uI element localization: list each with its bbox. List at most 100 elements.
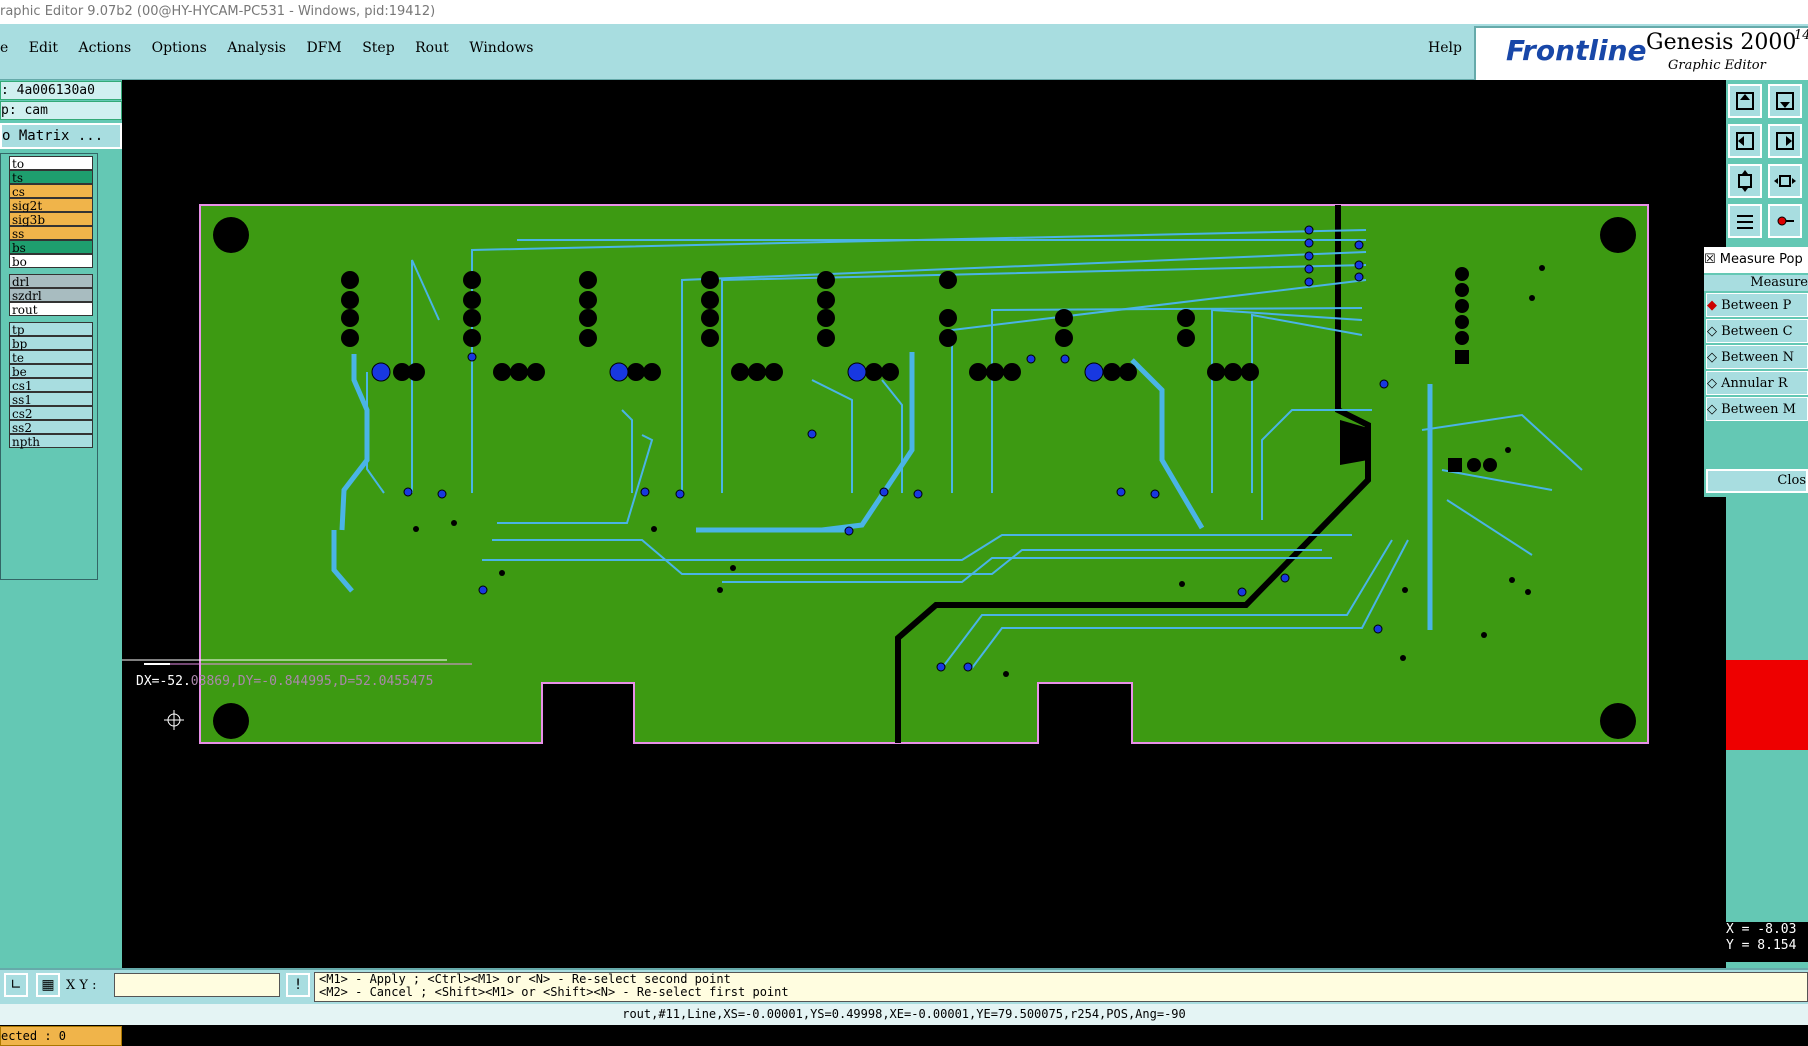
menu-edit[interactable]: Edit [28, 40, 59, 56]
layer-cs[interactable]: cs [9, 184, 93, 199]
layer-to[interactable]: to [9, 156, 93, 171]
snap-tool-icon [1777, 216, 1794, 226]
measure-popup-header: Measure [1704, 275, 1808, 291]
window-titlebar: raphic Editor 9.07b2 (00@HY-HYCAM-PC531 … [0, 0, 1808, 24]
measure-option-between-m[interactable]: ◇ Between M [1706, 397, 1808, 421]
layer-ss[interactable]: ss [9, 226, 93, 241]
ground-trace [895, 205, 1371, 743]
selected-count: ected : 0 [0, 1026, 122, 1046]
grid-button[interactable]: ▦ [36, 973, 60, 997]
board-outline [199, 204, 1649, 744]
pan-left-icon [1736, 132, 1754, 150]
menu-help[interactable]: Help [1428, 40, 1462, 56]
layer-npth[interactable]: npth [9, 434, 93, 449]
pan-up-button[interactable] [1728, 84, 1762, 118]
menu-options[interactable]: Options [151, 40, 207, 56]
measure-tool-button[interactable] [1728, 204, 1762, 238]
mini-map[interactable] [1726, 660, 1808, 750]
mount-hole [1600, 703, 1636, 739]
small-holes [413, 265, 1545, 677]
layer-sig2t[interactable]: sig2t [9, 198, 93, 213]
layer-szdrl[interactable]: szdrl [9, 288, 93, 303]
zoom-toolbar [1726, 80, 1808, 968]
xy-input[interactable] [114, 973, 280, 997]
ground-pad [1340, 420, 1368, 465]
menu-windows[interactable]: Windows [469, 40, 534, 56]
pan-down-button[interactable] [1768, 84, 1802, 118]
blue-pads [371, 362, 1104, 382]
snap-tool-button[interactable] [1768, 204, 1802, 238]
command-bar: ∟ ▦ X Y : ! <M1> - Apply ; <Ctrl><M1> or… [0, 968, 1808, 1004]
mouse-hints: <M1> - Apply ; <Ctrl><M1> or <N> - Re-se… [314, 972, 1808, 1002]
layer-cs2[interactable]: cs2 [9, 406, 93, 421]
job-field: : 4a006130a0 [0, 81, 122, 100]
zoom-home-button[interactable] [1768, 164, 1802, 198]
measure-option-annular-ring[interactable]: ◇ Annular R [1706, 371, 1808, 395]
measure-popup-title: ☒ Measure Pop [1704, 247, 1808, 273]
status-bar: rout,#11,Line,XS=-0.00001,YS=0.49998,XE=… [0, 1004, 1808, 1025]
layer-drl[interactable]: drl [9, 274, 93, 289]
zoom-fit-icon [1738, 170, 1752, 192]
layer-bp[interactable]: bp [9, 336, 93, 351]
layer-ts[interactable]: ts [9, 170, 93, 185]
layer-ss2[interactable]: ss2 [9, 420, 93, 435]
measure-readout: DX=-52.03869,DY=-0.844995,D=52.0455475 [136, 674, 434, 689]
measure-option-between-centers[interactable]: ◇ Between C [1706, 319, 1808, 343]
coord-x: X = -8.03 [1726, 922, 1797, 937]
small-vias [403, 225, 1389, 672]
pan-up-icon [1736, 92, 1754, 110]
measure-close-button[interactable]: Clos [1706, 469, 1808, 493]
menu-step[interactable]: Step [362, 40, 395, 56]
pcb-view[interactable] [119, 80, 1726, 968]
layer-bo[interactable]: bo [9, 254, 93, 269]
layer-bs[interactable]: bs [9, 240, 93, 255]
graphic-canvas[interactable]: DX=-52.03869,DY=-0.844995,D=52.0455475 [119, 80, 1726, 968]
step-field: p: cam [0, 101, 122, 120]
matrix-button[interactable]: o Matrix ... [0, 123, 122, 149]
measure-option-between-nets[interactable]: ◇ Between N [1706, 345, 1808, 369]
product-subtitle: Graphic Editor [1668, 58, 1766, 73]
info-button[interactable]: ! [286, 973, 310, 997]
menu-actions[interactable]: Actions [78, 40, 132, 56]
pan-right-icon [1776, 132, 1794, 150]
product-title: Genesis 2000 [1646, 30, 1797, 55]
hint-line-1: <M1> - Apply ; <Ctrl><M1> or <N> - Re-se… [319, 972, 731, 986]
thick-traces [331, 352, 1433, 630]
measure-option-between-points[interactable]: ◆ Between P [1706, 293, 1808, 317]
coord-readout: X = -8.03 Y = 8.154 [1726, 922, 1808, 962]
xy-label: X Y : [66, 978, 97, 993]
menu-analysis[interactable]: Analysis [227, 40, 286, 56]
zoom-home-icon [1774, 175, 1796, 187]
product-version: 14 [1794, 28, 1808, 43]
layer-sig3b[interactable]: sig3b [9, 212, 93, 227]
layer-be[interactable]: be [9, 364, 93, 379]
layer-cs1[interactable]: cs1 [9, 378, 93, 393]
menu-list: e Edit Actions Options Analysis DFM Step… [0, 40, 549, 56]
layer-tp[interactable]: tp [9, 322, 93, 337]
measure-tool-icon [1737, 215, 1753, 229]
window-title: raphic Editor 9.07b2 (00@HY-HYCAM-PC531 … [0, 4, 436, 19]
layer-ss1[interactable]: ss1 [9, 392, 93, 407]
cursor-icon [164, 710, 184, 730]
coord-y: Y = 8.154 [1726, 938, 1797, 953]
frontline-logo: Frontline [1506, 34, 1647, 67]
layer-rout[interactable]: rout [9, 302, 93, 317]
measure-popup: ☒ Measure Pop Measure ◆ Between P ◇ Betw… [1704, 247, 1808, 497]
mount-hole [213, 703, 249, 739]
pan-left-button[interactable] [1728, 124, 1762, 158]
menu-rout[interactable]: Rout [415, 40, 449, 56]
menu-dfm[interactable]: DFM [306, 40, 342, 56]
pads [341, 267, 1497, 472]
layer-te[interactable]: te [9, 350, 93, 365]
mount-hole [1600, 217, 1636, 253]
menu-file[interactable]: e [0, 40, 9, 56]
zoom-fit-button[interactable] [1728, 164, 1762, 198]
brand-banner: Frontline Genesis 2000 Graphic Editor 14 [1474, 26, 1808, 82]
pan-right-button[interactable] [1768, 124, 1802, 158]
hint-line-2: <M2> - Cancel ; <Shift><M1> or <Shift><N… [319, 985, 789, 999]
mount-hole [213, 217, 249, 253]
draw-mode-button[interactable]: ∟ [4, 973, 28, 997]
pan-down-icon [1776, 92, 1794, 110]
